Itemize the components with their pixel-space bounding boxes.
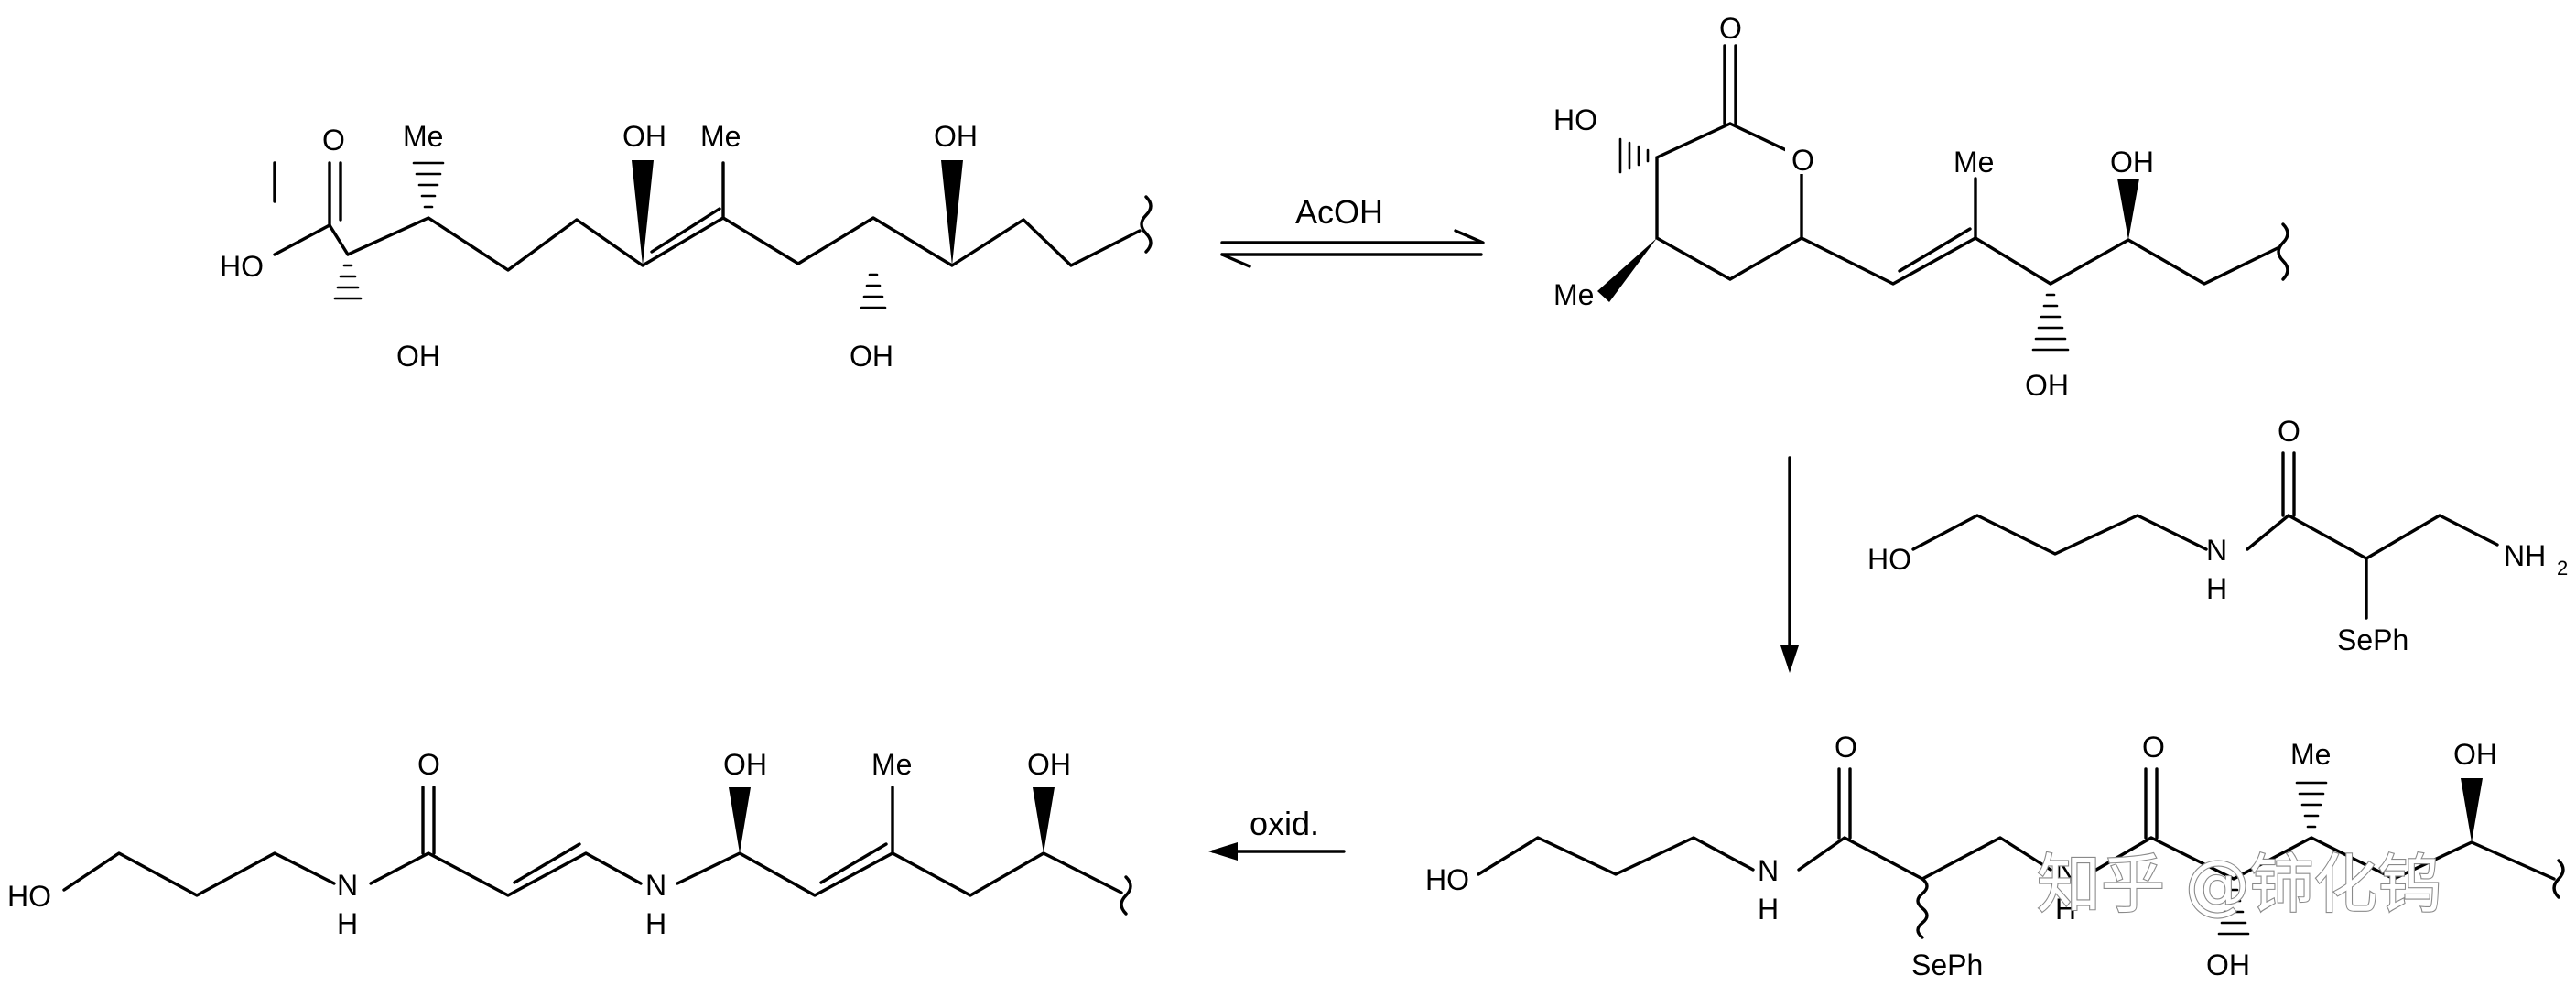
- molecule-1-hashed-oh-c2: [333, 264, 363, 300]
- molecule-3-carbonyl-o-1: O: [1835, 731, 1857, 764]
- arrow-down: [1780, 456, 1799, 673]
- equilibrium-arrow: AcOH: [1220, 193, 1485, 268]
- molecule-1-c1-c2-bond: [328, 223, 350, 256]
- watermark: 知乎 @铈化钨: [2037, 847, 2441, 922]
- molecule-3-wavy-end: [2552, 859, 2565, 899]
- molecule-3-oh-bottom: OH: [2206, 948, 2250, 981]
- molecule-1-acid-oh: HO: [220, 250, 264, 283]
- arrow-left: oxid.: [1208, 805, 1346, 861]
- molecule-2-lactone: O O HO Me Me OH OH: [1553, 12, 2289, 402]
- molecule-3-h2: H: [2055, 893, 2076, 926]
- reagent-nh: NH: [2504, 539, 2546, 572]
- molecule-1-hashed-oh-c6: [860, 273, 887, 309]
- molecule-3-h1: H: [1758, 893, 1779, 926]
- molecule-4-n2: N: [645, 869, 666, 902]
- molecule-4-alkene-2-second: [819, 842, 888, 884]
- reagent-nh-sub: 2: [2557, 557, 2568, 580]
- molecule-3-oh-top: OH: [2453, 738, 2497, 771]
- molecule-1-wavy-bond: [1140, 195, 1153, 254]
- molecule-2-wedge-me: [1597, 238, 1657, 302]
- molecule-2-ring-o-mask: [1785, 145, 1818, 174]
- reagent-carbonyl-o: O: [2278, 415, 2300, 448]
- molecule-3-carbonyl-o-2: O: [2142, 731, 2165, 764]
- molecule-2-ring-o: O: [1791, 144, 1814, 177]
- molecule-1-alkene-second-line: [650, 207, 721, 254]
- molecule-4-oh-1: OH: [723, 748, 767, 781]
- molecule-1-oh-bottom-1: OH: [396, 340, 440, 373]
- molecule-2-ho: HO: [1553, 103, 1597, 136]
- molecule-2-me-ring: Me: [1553, 278, 1594, 311]
- molecule-3-chain-2: [1797, 836, 2052, 881]
- molecule-3-chain-1: [1477, 836, 1755, 876]
- reagent-ho: HO: [1867, 543, 1911, 576]
- molecule-3-n2: N: [2055, 854, 2076, 887]
- molecule-2-carbonyl-o: O: [1719, 12, 1742, 45]
- molecule-2-me-chain: Me: [1954, 146, 1994, 179]
- molecule-2-oh-top: OH: [2110, 146, 2154, 179]
- molecule-4-me: Me: [871, 748, 912, 781]
- molecule-3-hashed-me: [2295, 781, 2328, 829]
- molecule-2-wedge-oh-top: [2117, 179, 2139, 240]
- molecule-1-carbonyl-o: O: [322, 124, 345, 157]
- molecule-2-hashed-oh-bottom: [2031, 293, 2070, 352]
- molecule-1-oh-top-1: OH: [622, 120, 666, 153]
- molecule-2-alkene-second-line: [1898, 227, 1972, 273]
- reagent-amine: HO N H O NH 2 SePh: [1867, 415, 2568, 656]
- molecule-4-wedge-oh-1: [729, 787, 751, 853]
- molecule-1-me-top: Me: [403, 120, 443, 153]
- molecule-2-oh-bottom: OH: [2025, 369, 2069, 402]
- molecule-2-side-chain: [1800, 236, 2281, 286]
- molecule-2-hashed-ho: [1618, 137, 1650, 174]
- molecule-4-oh-2: OH: [1027, 748, 1071, 781]
- molecule-1-main-chain: [346, 216, 1142, 272]
- reagent-chain: [1911, 514, 2208, 556]
- reagent-seph: SePh: [2337, 623, 2408, 656]
- molecule-4-wedge-oh-2: [1033, 787, 1055, 853]
- molecule-3-wavy-seph: [1916, 877, 1929, 939]
- molecule-4-alkene-1-second: [513, 842, 581, 884]
- molecule-1-wedge-oh-c7: [941, 160, 963, 265]
- molecule-3-wedge-oh: [2461, 778, 2483, 842]
- molecule-1-wedge-oh-c4: [632, 160, 654, 265]
- molecule-4-ho: HO: [7, 880, 51, 913]
- molecule-4-h2: H: [645, 907, 666, 940]
- molecule-3-ho: HO: [1425, 863, 1469, 896]
- molecule-4-n1: N: [337, 869, 358, 902]
- molecule-2-wavy-bond: [2277, 222, 2289, 281]
- arrow-3-label: oxid.: [1250, 805, 1319, 842]
- molecule-4-carbonyl-o: O: [417, 748, 440, 781]
- molecule-4-chain-1: [62, 851, 336, 897]
- molecule-4-wavy-end: [1120, 875, 1132, 916]
- molecule-1-oh-bottom-2: OH: [850, 340, 893, 373]
- molecule-1-carboxyl-bond: [273, 223, 331, 256]
- molecule-1-me-top-2: Me: [700, 120, 741, 153]
- molecule-1-oh-top-2: OH: [934, 120, 978, 153]
- molecule-3-n1: N: [1758, 854, 1779, 887]
- molecule-3-adduct: HO N H O SePh N H O OH Me OH: [1425, 731, 2565, 981]
- molecule-3-me: Me: [2290, 738, 2331, 771]
- molecule-4-chain-3: [676, 851, 1123, 897]
- molecule-2-ring: [1655, 122, 1803, 281]
- molecule-4-chain-2: [369, 851, 643, 897]
- molecule-4-h1: H: [337, 907, 358, 940]
- molecule-1-open-chain-acid: O HO OH Me OH Me OH OH: [220, 120, 1153, 373]
- reagent-chain-2: [2246, 514, 2499, 560]
- molecule-3-hashed-oh: [2217, 888, 2250, 936]
- arrow-1-label: AcOH: [1295, 193, 1383, 231]
- reagent-h: H: [2206, 572, 2227, 605]
- reagent-n: N: [2206, 534, 2227, 567]
- molecule-3-seph: SePh: [1911, 948, 1983, 981]
- molecule-4-product: HO N H O N H OH Me OH: [7, 748, 1132, 940]
- molecule-1-hashed-me: [412, 161, 445, 209]
